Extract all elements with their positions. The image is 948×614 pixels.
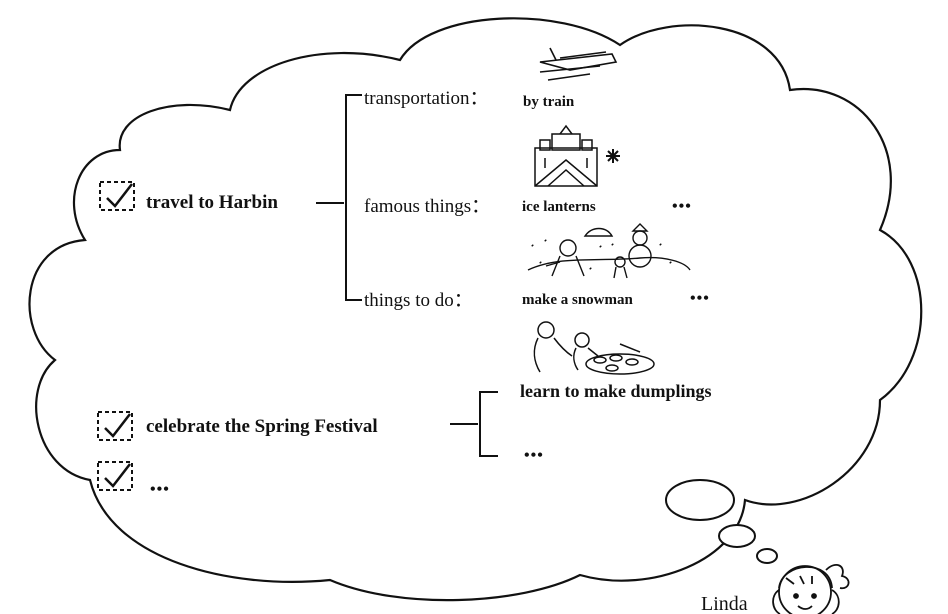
branch-festival-more: ••• xyxy=(524,447,544,464)
branch-things-to-do-label: things to do： xyxy=(364,290,473,311)
bracket-harbin xyxy=(345,94,362,301)
checkbox-icon xyxy=(99,181,135,211)
branch-things-to-do-more: ••• xyxy=(690,290,710,307)
branch-famous-things-value: ice lanterns xyxy=(522,199,596,215)
branch-famous-things-more: ••• xyxy=(672,198,692,215)
girl-avatar-icon xyxy=(772,563,850,614)
branch-famous-things-label: famous things： xyxy=(364,196,490,217)
thought-bubble-medium xyxy=(718,524,756,548)
branch-things-to-do-value: make a snowman xyxy=(522,292,634,308)
branch-transportation-value: by train xyxy=(523,94,575,110)
topic-celebrate-spring-festival: celebrate the Spring Festival xyxy=(146,416,378,437)
branch-dumplings: learn to make dumplings xyxy=(520,381,712,401)
ice-castle-icon xyxy=(534,124,598,187)
snowflake-icon xyxy=(606,149,620,163)
topic-more-ellipsis: ••• xyxy=(150,481,170,498)
train-icon xyxy=(539,47,618,81)
branch-transportation-label: transportation： xyxy=(364,88,489,109)
bracket-festival xyxy=(479,391,498,457)
dumplings-scene-icon xyxy=(533,321,655,375)
thought-bubble-large xyxy=(665,479,735,521)
snowman-scene-icon xyxy=(527,223,691,279)
checkbox-icon xyxy=(97,461,133,491)
thought-bubble-small xyxy=(756,548,778,564)
topic-travel-to-harbin: travel to Harbin xyxy=(146,192,278,213)
checkbox-icon xyxy=(97,411,133,441)
thought-cloud xyxy=(28,17,923,602)
speaker-name: Linda xyxy=(701,593,748,614)
